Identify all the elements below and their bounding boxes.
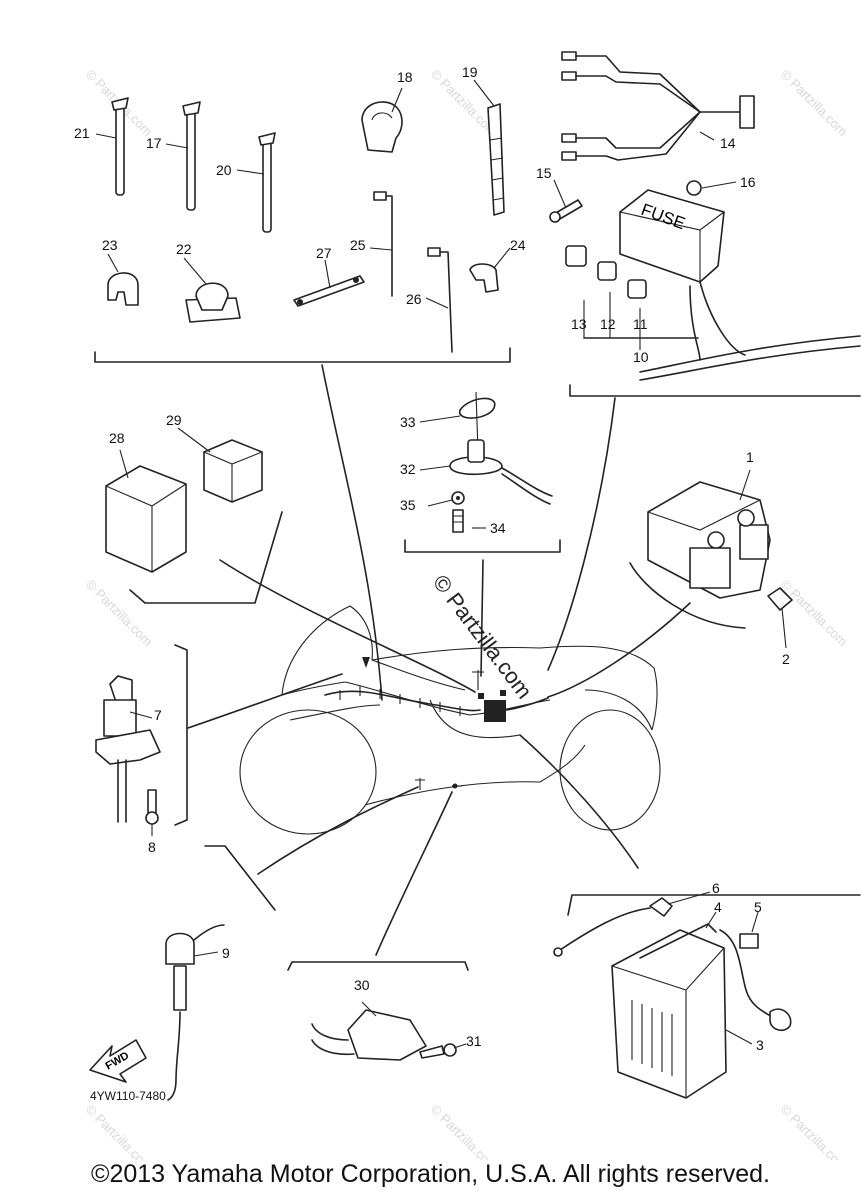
fuse-11 xyxy=(627,279,647,299)
callout-31: 31 xyxy=(466,1033,482,1049)
callout-5: 5 xyxy=(754,899,762,915)
watermark-small-3: © Partzilla.com xyxy=(778,67,851,140)
callout-17: 17 xyxy=(146,135,162,151)
callout-33: 33 xyxy=(400,414,416,430)
starter-relay-1 xyxy=(647,481,771,599)
callout-29: 29 xyxy=(166,412,182,428)
bolt-34 xyxy=(452,509,464,533)
watermark-small-4: © Partzilla.com xyxy=(83,577,156,650)
watermark-small-6: © Partzilla.com xyxy=(83,1102,156,1160)
screw-15 xyxy=(549,199,583,223)
callout-24: 24 xyxy=(510,237,526,253)
callout-9: 9 xyxy=(222,945,230,961)
callout-8: 8 xyxy=(148,839,156,855)
lead-6 xyxy=(553,897,673,957)
fuse-12 xyxy=(597,261,617,281)
fwd-arrow: FWD xyxy=(89,1039,147,1083)
bolt-31 xyxy=(419,1043,457,1059)
callout-18: 18 xyxy=(397,69,413,85)
motorcycle-outline xyxy=(239,605,661,835)
callout-21: 21 xyxy=(74,125,90,141)
callout-30: 30 xyxy=(354,977,370,993)
cable-tie-17 xyxy=(182,101,201,211)
lead-5 xyxy=(719,929,792,1032)
battery-3 xyxy=(611,929,727,1099)
callout-3: 3 xyxy=(756,1037,764,1053)
cable-tie-21 xyxy=(111,97,129,196)
cable-tie-20 xyxy=(258,132,276,233)
clamp-18 xyxy=(361,101,403,153)
callout-13: 13 xyxy=(571,316,587,332)
washer-35-hole xyxy=(456,496,460,500)
harness-wire-2 xyxy=(639,335,861,373)
plate-33 xyxy=(459,397,496,419)
fuse-set-10-bracket xyxy=(583,292,699,350)
relay-29 xyxy=(203,439,263,503)
unit-28 xyxy=(105,465,187,573)
callout-7: 7 xyxy=(154,707,162,723)
wire-25 xyxy=(373,191,393,297)
switch-30 xyxy=(311,1009,427,1061)
callout-35: 35 xyxy=(400,497,416,513)
callout-labels: 1 2 3 4 5 6 7 8 9 10 11 12 13 14 15 16 1… xyxy=(74,64,790,1053)
clip-24 xyxy=(469,263,499,293)
callout-12: 12 xyxy=(600,316,616,332)
bracket-27 xyxy=(293,275,365,307)
cable-tie-19 xyxy=(487,103,505,216)
bolt-2 xyxy=(767,587,793,611)
callout-leaders xyxy=(95,79,787,1049)
fuse-13 xyxy=(565,245,587,267)
callout-14: 14 xyxy=(720,135,736,151)
callout-1: 1 xyxy=(746,449,754,465)
callout-34: 34 xyxy=(490,520,506,536)
watermark-small-5: © Partzilla.com xyxy=(778,577,851,650)
callout-2: 2 xyxy=(782,651,790,667)
callout-27: 27 xyxy=(316,245,332,261)
callout-11: 11 xyxy=(633,316,648,332)
sensor-32 xyxy=(449,391,553,505)
watermark-small-8: © Partzilla.com xyxy=(778,1102,851,1160)
callout-10: 10 xyxy=(633,349,649,365)
neutral-switch-9 xyxy=(165,924,225,1101)
holder-23 xyxy=(107,272,139,306)
callout-16: 16 xyxy=(740,174,756,190)
callout-23: 23 xyxy=(102,237,118,253)
callout-32: 32 xyxy=(400,461,416,477)
callout-6: 6 xyxy=(712,880,720,896)
callout-20: 20 xyxy=(216,162,232,178)
watermark-small-7: © Partzilla.com xyxy=(428,1102,501,1160)
harness-wire xyxy=(639,345,861,381)
part-code-label: 4YW110-7480 xyxy=(90,1089,166,1103)
screw-8 xyxy=(145,789,159,825)
wire-26 xyxy=(427,247,453,353)
callout-25: 25 xyxy=(350,237,366,253)
copyright-footer: ©2013 Yamaha Motor Corporation, U.S.A. A… xyxy=(91,1160,770,1188)
holder-22 xyxy=(185,282,241,323)
group-brackets xyxy=(94,347,861,971)
callout-4: 4 xyxy=(714,899,722,915)
callout-19: 19 xyxy=(462,64,478,80)
leader-lines xyxy=(187,364,691,956)
callout-22: 22 xyxy=(176,241,192,257)
electrical-parts-diagram: © Partzilla.com © Partzilla.com © Partzi… xyxy=(74,51,861,1160)
callout-15: 15 xyxy=(536,165,552,181)
callout-28: 28 xyxy=(109,430,125,446)
sub-harness-14 xyxy=(561,51,755,161)
callout-26: 26 xyxy=(406,291,422,307)
fuse-box-16: FUSE xyxy=(619,180,746,361)
main-switch-7 xyxy=(95,675,161,823)
